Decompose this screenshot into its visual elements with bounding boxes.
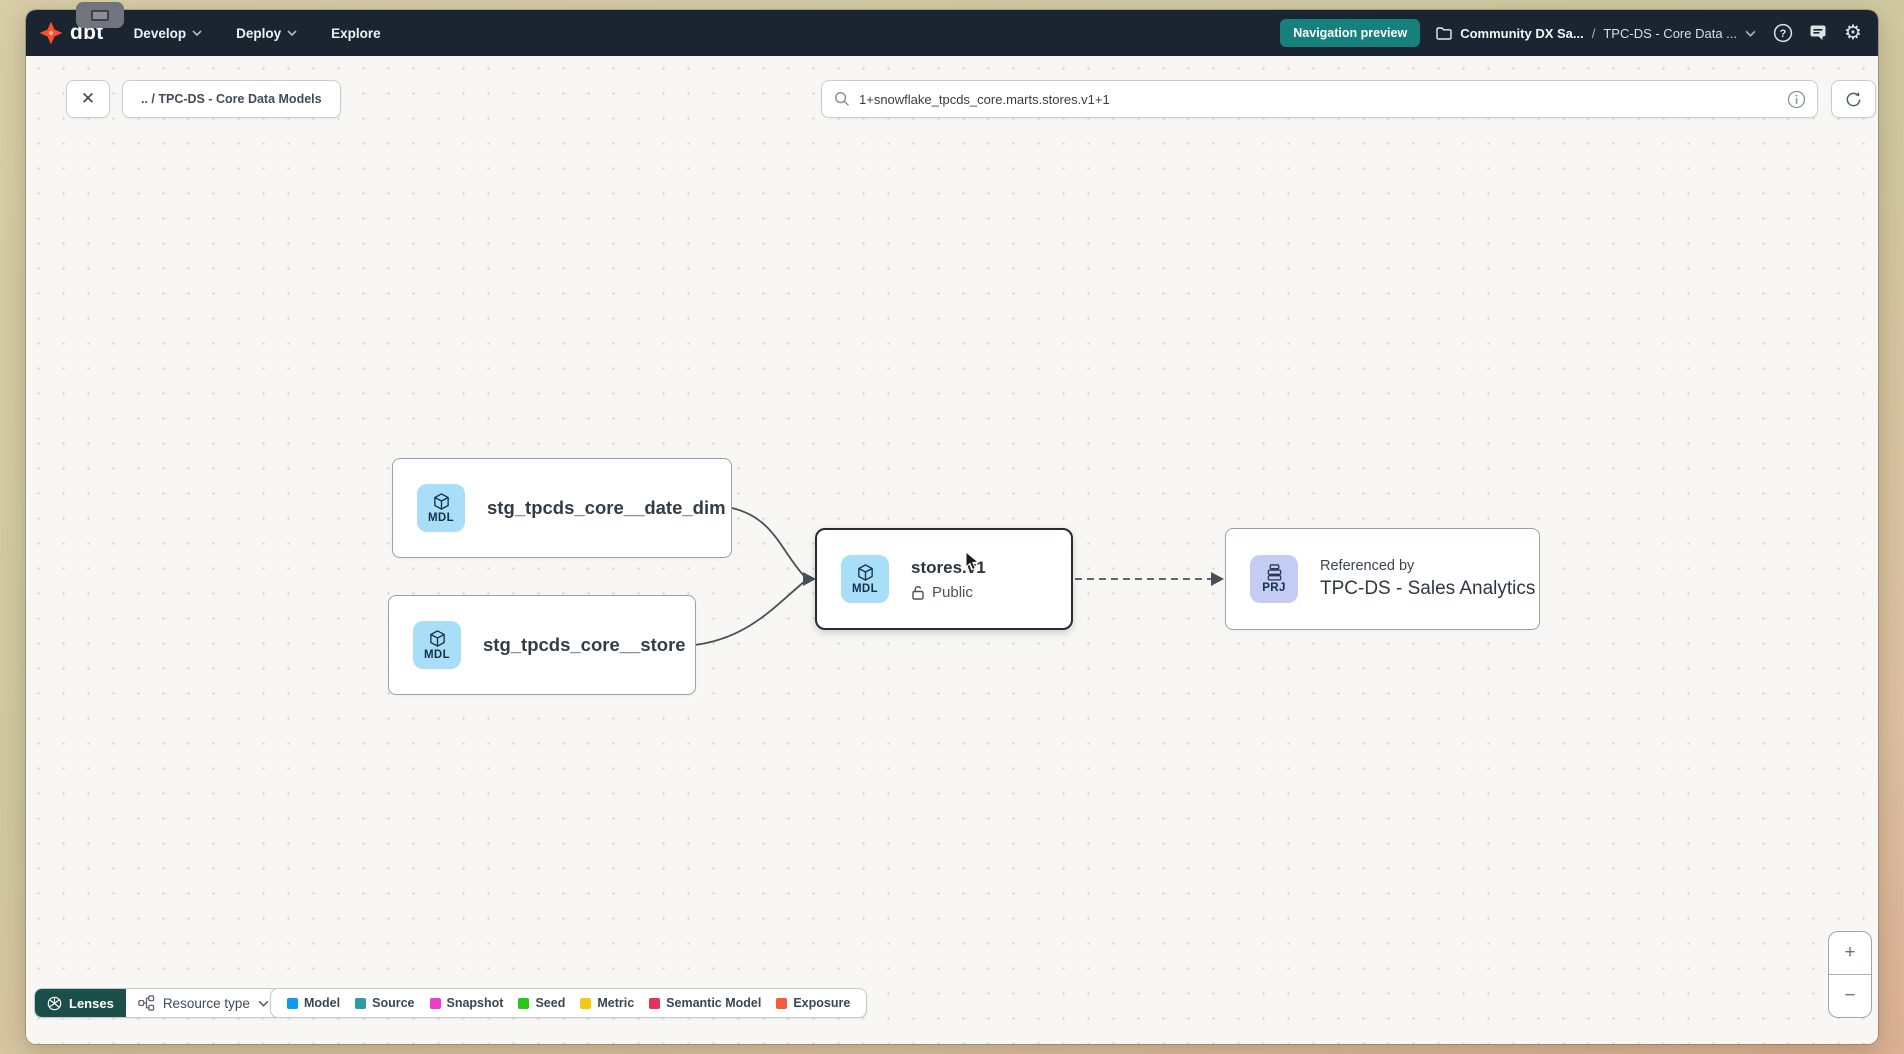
camera-icon [91,9,109,21]
legend-item-seed: Seed [518,996,565,1010]
resource-type-icon [138,995,155,1011]
lineage-canvas[interactable]: ✕ .. / TPC-DS - Core Data Models [26,56,1878,1044]
legend-label: Semantic Model [666,996,762,1010]
chevron-down-icon [1745,30,1756,37]
legend-item-snapshot: Snapshot [429,996,504,1010]
divider [1829,974,1871,975]
lock-open-icon [912,585,924,600]
legend-label: Exposure [793,996,851,1010]
resource-legend: Model Source Snapshot Seed Metric Semant… [270,988,868,1018]
refresh-button[interactable] [1831,80,1876,118]
lineage-breadcrumb-chip[interactable]: .. / TPC-DS - Core Data Models [122,80,341,118]
legend-item-source: Source [355,996,415,1010]
breadcrumb-separator: / [1591,25,1596,41]
chevron-down-icon [192,30,202,36]
chevron-down-icon [287,30,297,36]
legend-color-chip [580,997,592,1009]
search-input[interactable] [859,91,1779,107]
minus-icon: − [1844,985,1856,1006]
zoom-out-button[interactable]: − [1829,975,1871,1017]
chevron-down-icon [258,1000,269,1007]
legend-label: Metric [597,996,635,1010]
node-label: stg_tpcds_core__store [483,634,686,655]
lenses-control: Lenses Resource type [34,988,282,1018]
main-menu: Develop Deploy Explore [134,26,381,41]
legend-label: Snapshot [446,996,504,1010]
navbar-icons: ? ⚙ [1772,22,1864,44]
resource-type-dropdown[interactable]: Resource type [126,989,281,1017]
zoom-in-button[interactable]: + [1829,932,1871,974]
menu-explore[interactable]: Explore [331,26,381,41]
lenses-label: Lenses [69,995,114,1011]
zoom-controls: + − [1828,931,1872,1018]
navigation-preview-badge[interactable]: Navigation preview [1280,19,1421,47]
gear-icon[interactable]: ⚙ [1844,22,1862,44]
legend-label: Source [372,996,415,1010]
account-name: Community DX Sa... [1460,25,1584,41]
legend-label: Seed [535,996,566,1010]
legend-color-chip [287,997,298,1009]
node-label: stg_tpcds_core__date_dim [487,497,726,518]
lineage-search[interactable] [821,80,1818,118]
lenses-button[interactable]: Lenses [35,989,126,1017]
info-icon[interactable] [1787,90,1806,114]
legend-item-exposure: Exposure [776,996,850,1010]
access-label: Public [932,583,973,601]
screenshare-tab [76,2,124,28]
legend-color-chip [776,997,788,1009]
legend-item-model: Model [287,996,340,1010]
node-caption: Referenced by [1320,558,1415,574]
folder-icon [1436,26,1452,40]
badge-label: MDL [851,583,879,595]
app-window: dbt Develop Deploy Explore Navigation pr… [26,10,1878,1044]
resource-type-label: Resource type [162,995,250,1011]
close-icon: ✕ [80,89,96,108]
menu-deploy-label: Deploy [236,25,282,41]
dbt-logo-icon [39,21,63,45]
legend-item-metric: Metric [580,996,634,1010]
model-cube-icon [429,630,445,647]
legend-color-chip [518,997,530,1009]
node-title: stores.v1 [911,557,986,577]
model-cube-icon [857,564,873,581]
legend-color-chip [649,997,661,1009]
project-icon [1267,564,1281,581]
close-button[interactable]: ✕ [66,80,110,118]
node-stg-tpcds-core-store[interactable]: MDL stg_tpcds_core__store [388,595,696,695]
menu-develop[interactable]: Develop [134,26,203,41]
model-cube-icon [433,493,449,510]
legend-item-semantic-model: Semantic Model [649,996,761,1010]
node-stg-tpcds-core-date-dim[interactable]: MDL stg_tpcds_core__date_dim [392,458,732,558]
node-stores-v1[interactable]: MDL stores.v1 Public [815,528,1073,630]
breadcrumb[interactable]: Community DX Sa... / TPC-DS - Core Data … [1436,26,1756,41]
badge-label: PRJ [1262,582,1286,594]
model-badge: MDL [417,484,465,532]
model-badge: MDL [413,621,461,669]
menu-deploy[interactable]: Deploy [236,26,297,41]
badge-label: MDL [423,649,451,661]
badge-label: MDL [427,512,455,524]
project-badge: PRJ [1250,555,1298,603]
node-referenced-by-sales-analytics[interactable]: PRJ Referenced by TPC-DS - Sales Analyti… [1225,528,1540,630]
plus-icon: + [1844,942,1856,963]
refresh-icon [1846,91,1861,106]
lenses-icon [47,996,62,1010]
search-icon [834,91,849,106]
model-badge: MDL [841,555,889,603]
legend-color-chip [429,997,441,1009]
navbar-right: Navigation preview Community DX Sa... / … [1280,19,1864,47]
svg-text:?: ? [1780,28,1787,40]
legend-label: Model [304,996,341,1010]
node-label: TPC-DS - Sales Analytics [1320,578,1536,599]
feedback-icon[interactable] [1807,22,1829,44]
menu-explore-label: Explore [331,25,381,41]
help-icon[interactable]: ? [1772,22,1794,44]
project-name: TPC-DS - Core Data ... [1603,25,1737,41]
access-row: Public [911,584,986,601]
menu-develop-label: Develop [133,25,187,41]
top-navbar: dbt Develop Deploy Explore Navigation pr… [26,10,1878,56]
legend-color-chip [355,997,367,1009]
